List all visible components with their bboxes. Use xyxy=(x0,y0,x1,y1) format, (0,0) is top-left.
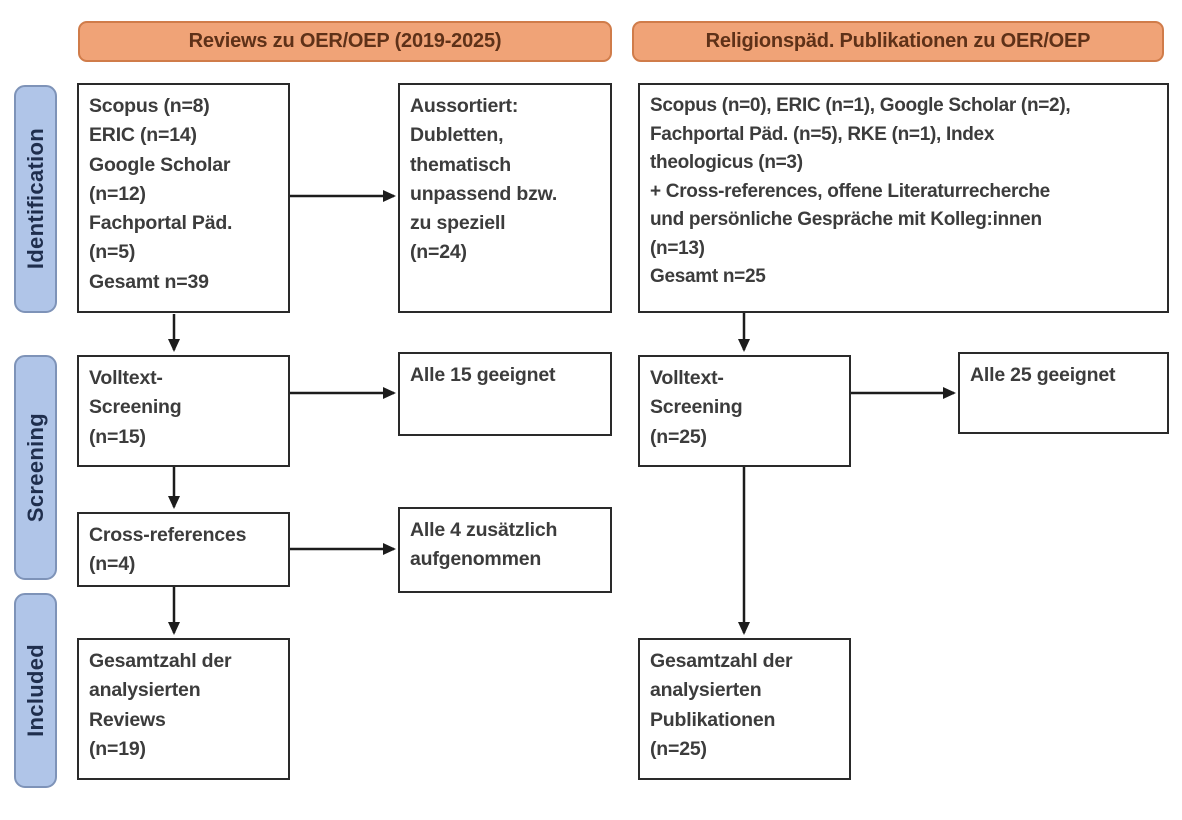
stage-included: Included xyxy=(14,593,57,788)
column-header-religionspaed: Religionspäd. Publikationen zu OER/OEP xyxy=(632,21,1164,62)
box-identification-sources-religionspaed: Scopus (n=0), ERIC (n=1), Google Scholar… xyxy=(638,83,1169,313)
box-fulltext-screening-religionspaed: Volltext- Screening (n=25) xyxy=(638,355,851,467)
column-header-religionspaed-label: Religionspäd. Publikationen zu OER/OEP xyxy=(705,30,1091,52)
box-fulltext-result-religionspaed: Alle 25 geeignet xyxy=(958,352,1169,434)
stage-identification: Identification xyxy=(14,85,57,313)
stage-included-label: Included xyxy=(22,644,48,737)
column-header-reviews-label: Reviews zu OER/OEP (2019-2025) xyxy=(188,30,502,52)
box-cross-references: Cross-references (n=4) xyxy=(77,512,290,587)
box-fulltext-screening-reviews: Volltext- Screening (n=15) xyxy=(77,355,290,467)
column-header-reviews: Reviews zu OER/OEP (2019-2025) xyxy=(78,21,612,62)
box-included-reviews: Gesamtzahl der analysierten Reviews (n=1… xyxy=(77,638,290,780)
box-fulltext-result-reviews: Alle 15 geeignet xyxy=(398,352,612,436)
box-cross-references-result: Alle 4 zusätzlich aufgenommen xyxy=(398,507,612,593)
box-included-religionspaed: Gesamtzahl der analysierten Publikatione… xyxy=(638,638,851,780)
stage-identification-label: Identification xyxy=(22,128,48,270)
stage-screening: Screening xyxy=(14,355,57,580)
stage-screening-label: Screening xyxy=(22,412,48,523)
box-identification-sources-reviews: Scopus (n=8) ERIC (n=14) Google Scholar … xyxy=(77,83,290,313)
box-excluded-records: Aussortiert: Dubletten, thematisch unpas… xyxy=(398,83,612,313)
